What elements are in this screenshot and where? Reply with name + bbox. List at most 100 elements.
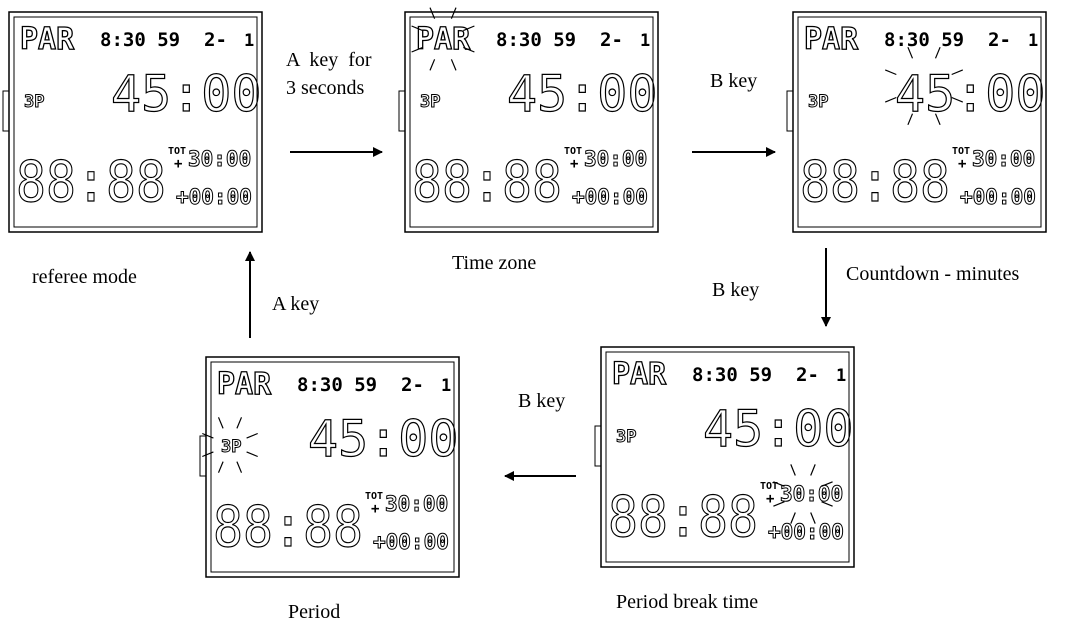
caption-referee-mode: referee mode <box>32 266 137 288</box>
caption-period-break-time: Period break time <box>616 591 759 613</box>
lcd-clock: 8:30 59 <box>496 29 576 51</box>
blink-ray <box>429 7 436 19</box>
blink-ray <box>246 432 258 439</box>
lcd-period-count: 1 <box>1028 31 1038 51</box>
blink-ray <box>934 46 941 59</box>
transition-label-b-key-3: B key <box>518 390 566 412</box>
blink-ray <box>810 512 816 524</box>
blink-ray <box>773 481 785 487</box>
lcd-tot-time: 30:00 <box>188 147 251 171</box>
lcd-period-icon: 3P <box>24 92 44 112</box>
blink-ray <box>450 59 457 71</box>
lcd-tot-label: TOT <box>365 491 383 502</box>
lcd-top-timer: 45:00 <box>111 65 262 123</box>
lcd-clock: 8:30 59 <box>100 29 180 51</box>
lcd-period-count: 1 <box>244 31 254 51</box>
blink-ray <box>463 46 475 53</box>
lcd-mode: PAR <box>804 22 859 57</box>
blink-ray <box>463 25 475 32</box>
lcd-tot-time: 30:00 <box>972 147 1035 171</box>
lcd-plus-sign: + <box>958 156 966 172</box>
lcd-period-icon: 3P <box>616 427 636 447</box>
blink-ray <box>246 451 258 458</box>
blink-ray <box>450 7 457 19</box>
blink-ray <box>821 501 833 507</box>
lcd-frame-inner <box>797 16 1042 228</box>
lcd-tot-time: 30:00 <box>584 147 647 171</box>
lcd-tot-label: TOT <box>760 481 778 492</box>
lcd-plus-sign: + <box>570 156 578 172</box>
lcd-period-index: 2- <box>796 364 819 386</box>
lcd-main-timer: 88:88 <box>800 150 950 215</box>
blink-ray <box>411 25 423 32</box>
lcd-extra-time: +00:00 <box>768 520 844 544</box>
blink-ray <box>884 69 897 76</box>
caption-countdown-minutes: Countdown - minutes <box>846 263 1020 285</box>
blink-ray <box>202 432 214 439</box>
blink-ray <box>429 59 436 71</box>
caption-time-zone: Time zone <box>452 252 537 274</box>
lcd-mode: PAR <box>217 367 272 402</box>
lcd-period-count: 1 <box>640 31 650 51</box>
lcd-main-timer: 88:88 <box>213 495 363 560</box>
blink-ray <box>411 46 423 53</box>
lcd-period-icon: 3P <box>420 92 440 112</box>
lcd-extra-time: +00:00 <box>373 530 449 554</box>
blink-rays-icon <box>773 464 833 524</box>
lcd-side-button <box>398 90 406 132</box>
lcd-period-count: 1 <box>836 366 846 386</box>
transition-label-b-key-2: B key <box>712 279 760 301</box>
blink-ray <box>202 451 214 458</box>
lcd-main-timer: 88:88 <box>16 150 166 215</box>
lcd-screen-countdown-minutes: PAR 8:30 59 2- 1 45:00 3P 88:88 TOT + 30… <box>786 11 1047 233</box>
blink-ray <box>951 96 964 103</box>
blink-ray <box>884 96 897 103</box>
lcd-mode: PAR <box>20 22 75 57</box>
blink-ray <box>217 417 224 429</box>
lcd-extra-time: +00:00 <box>176 185 252 209</box>
lcd-screen-referee-mode: PAR 8:30 59 2- 1 45:00 3P 88:88 TOT + 30… <box>2 11 263 233</box>
lcd-frame-inner <box>210 361 455 573</box>
lcd-mode: PAR <box>416 22 471 57</box>
blink-ray <box>236 461 243 473</box>
lcd-screen-period: PAR 8:30 59 2- 1 45:00 3P 88:88 TOT + 30… <box>199 356 460 578</box>
lcd-main-timer: 88:88 <box>412 150 562 215</box>
lcd-mode: PAR <box>612 357 667 392</box>
transition-label-a-key-3s: A key for 3 seconds <box>286 46 372 102</box>
lcd-period-icon: 3P <box>808 92 828 112</box>
blink-rays-icon <box>202 417 258 473</box>
lcd-frame-inner <box>13 16 258 228</box>
lcd-period-index: 2- <box>401 374 424 396</box>
blink-ray <box>773 501 785 507</box>
lcd-clock: 8:30 59 <box>884 29 964 51</box>
lcd-tot-label: TOT <box>564 146 582 157</box>
lcd-period-index: 2- <box>600 29 623 51</box>
blink-ray <box>951 69 964 76</box>
lcd-frame-inner <box>605 351 850 563</box>
lcd-extra-time: +00:00 <box>572 185 648 209</box>
lcd-period-index: 2- <box>988 29 1011 51</box>
lcd-side-button <box>786 90 794 132</box>
lcd-screen-time-zone: PAR 8:30 59 2- 1 45:00 3P 88:88 TOT + 30… <box>398 7 659 233</box>
lcd-period-index: 2- <box>204 29 227 51</box>
lcd-top-timer: 45:00 <box>507 65 658 123</box>
blink-ray <box>236 417 243 429</box>
blink-rays-icon <box>884 46 964 126</box>
transition-label-b-key-1: B key <box>710 70 758 92</box>
lcd-tot-time: 30:00 <box>385 492 448 516</box>
blink-ray <box>790 512 796 524</box>
blink-ray <box>217 461 224 473</box>
lcd-clock: 8:30 59 <box>692 364 772 386</box>
lcd-top-timer: 45:00 <box>895 65 1046 123</box>
transition-label-line2: 3 seconds <box>286 77 365 99</box>
lcd-main-timer: 88:88 <box>608 485 758 550</box>
blink-ray <box>810 464 816 476</box>
lcd-side-button <box>199 435 207 477</box>
blink-rays-icon <box>411 7 475 71</box>
lcd-tot-label: TOT <box>952 146 970 157</box>
blink-ray <box>821 481 833 487</box>
lcd-side-button <box>594 425 602 467</box>
blink-ray <box>907 46 914 59</box>
